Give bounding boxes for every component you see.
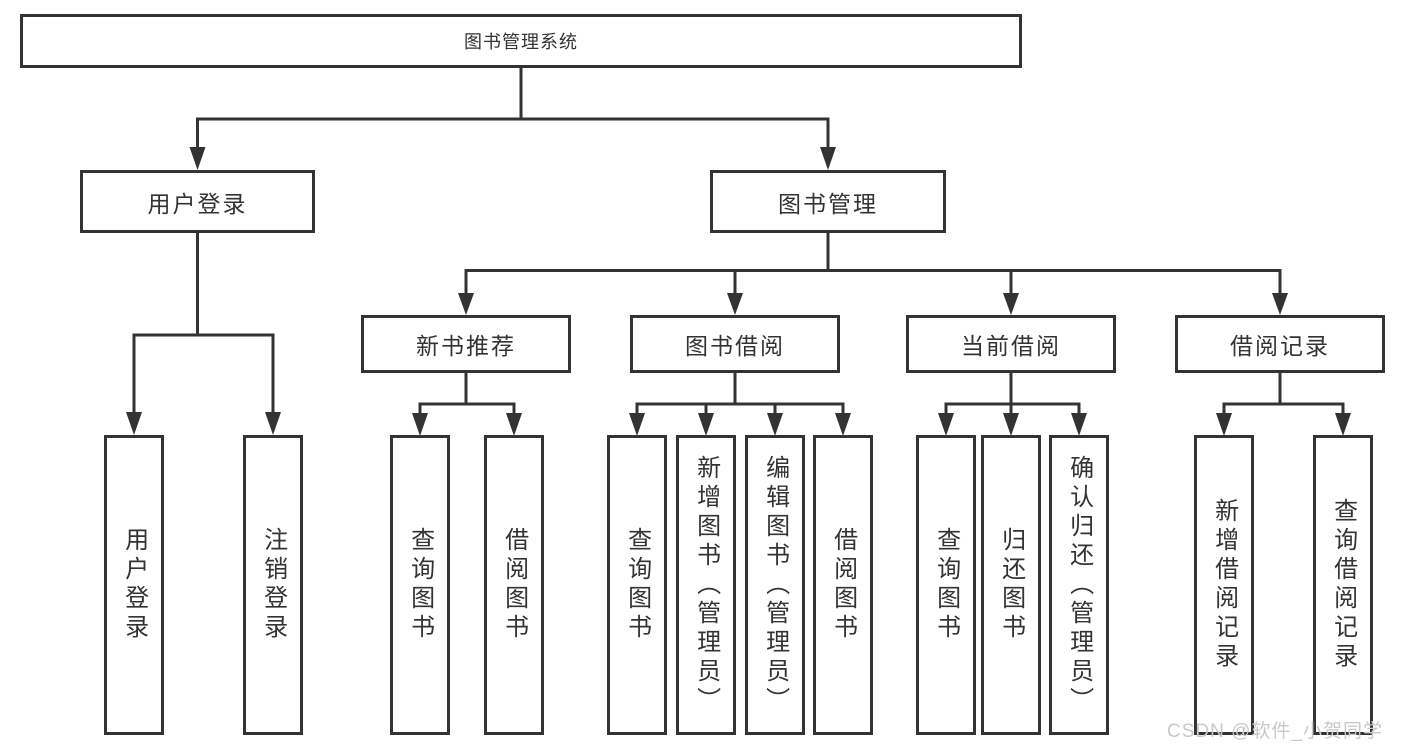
node-book-borrowing: 图书借阅 bbox=[630, 315, 840, 373]
node-label: 新增借阅记录 bbox=[1210, 498, 1238, 672]
arrowhead-down-icon bbox=[938, 413, 954, 436]
arrowhead-down-icon bbox=[1216, 413, 1232, 436]
node-label: 借阅图书 bbox=[829, 527, 857, 643]
connector-recommend-to-leaves bbox=[412, 373, 522, 436]
arrowhead-down-icon bbox=[1003, 413, 1019, 436]
node-label: 图书借阅 bbox=[685, 333, 785, 359]
arrowhead-down-icon bbox=[1071, 413, 1087, 436]
node-label: 当前借阅 bbox=[961, 333, 1061, 359]
connector-root-to-level1 bbox=[189, 68, 836, 170]
connector-current-to-leaves bbox=[938, 373, 1087, 436]
arrowhead-down-icon bbox=[1003, 293, 1019, 315]
node-user-login: 用户登录 bbox=[80, 170, 315, 233]
connector-book-mgmt-to-level2 bbox=[458, 233, 1288, 315]
leaf-borrowing-add-books-admin: 新增图书（管理员） bbox=[676, 435, 736, 735]
node-label: 借阅图书 bbox=[500, 527, 528, 643]
node-label: 确认归还（管理员） bbox=[1065, 454, 1093, 716]
arrowhead-down-icon bbox=[265, 412, 281, 435]
arrowhead-down-icon bbox=[412, 413, 428, 436]
leaf-records-add-borrow-record: 新增借阅记录 bbox=[1194, 435, 1254, 735]
leaf-borrowing-edit-books-admin: 编辑图书（管理员） bbox=[745, 435, 805, 735]
arrowhead-down-icon bbox=[126, 412, 142, 435]
node-label: 查询图书 bbox=[623, 527, 651, 643]
node-borrowing-records: 借阅记录 bbox=[1175, 315, 1385, 373]
connector-records-to-leaves bbox=[1216, 373, 1351, 436]
node-label: 新增图书（管理员） bbox=[692, 454, 720, 716]
csdn-watermark: CSDN @软件_小贺同学 bbox=[1167, 721, 1383, 742]
leaf-user-login: 用户登录 bbox=[104, 435, 164, 735]
node-label: 编辑图书（管理员） bbox=[761, 454, 789, 716]
node-label: 查询图书 bbox=[406, 527, 434, 643]
node-label: 注销登录 bbox=[259, 527, 287, 643]
node-new-book-recommendation: 新书推荐 bbox=[361, 315, 571, 373]
arrowhead-down-icon bbox=[767, 413, 783, 436]
node-label: 新书推荐 bbox=[416, 333, 516, 359]
arrowhead-down-icon bbox=[189, 147, 206, 170]
arrowhead-down-icon bbox=[820, 147, 836, 170]
node-label: 用户登录 bbox=[147, 190, 248, 217]
leaf-current-query-books: 查询图书 bbox=[916, 435, 976, 735]
arrowhead-down-icon bbox=[1272, 293, 1288, 315]
arrowhead-down-icon bbox=[629, 413, 645, 436]
leaf-borrowing-query-books: 查询图书 bbox=[607, 435, 667, 735]
arrowhead-down-icon bbox=[458, 293, 474, 315]
arrowhead-down-icon bbox=[1335, 413, 1351, 436]
arrowhead-down-icon bbox=[698, 413, 714, 436]
node-label: 归还图书 bbox=[997, 527, 1025, 643]
leaf-recommend-query-books: 查询图书 bbox=[390, 435, 450, 735]
arrowhead-down-icon bbox=[727, 293, 743, 315]
node-label: 图书管理 bbox=[778, 190, 878, 217]
arrowhead-down-icon bbox=[835, 413, 851, 436]
leaf-current-confirm-return-admin: 确认归还（管理员） bbox=[1049, 435, 1109, 735]
leaf-current-return-books: 归还图书 bbox=[981, 435, 1041, 735]
leaf-borrowing-borrow-books: 借阅图书 bbox=[813, 435, 873, 735]
node-book-management: 图书管理 bbox=[710, 170, 946, 233]
connector-user-login-to-leaves bbox=[126, 233, 281, 435]
node-label: 查询借阅记录 bbox=[1329, 498, 1357, 672]
connector-borrowing-to-leaves bbox=[629, 373, 851, 436]
leaf-recommend-borrow-books: 借阅图书 bbox=[484, 435, 544, 735]
node-label: 用户登录 bbox=[120, 527, 148, 643]
arrowhead-down-icon bbox=[506, 413, 522, 436]
leaf-logout: 注销登录 bbox=[243, 435, 303, 735]
leaf-records-query-borrow-record: 查询借阅记录 bbox=[1313, 435, 1373, 735]
node-label: 查询图书 bbox=[932, 527, 960, 643]
node-label: 图书管理系统 bbox=[464, 32, 578, 52]
node-library-management-system: 图书管理系统 bbox=[20, 14, 1022, 68]
node-current-borrowing: 当前借阅 bbox=[906, 315, 1116, 373]
node-label: 借阅记录 bbox=[1230, 333, 1330, 359]
